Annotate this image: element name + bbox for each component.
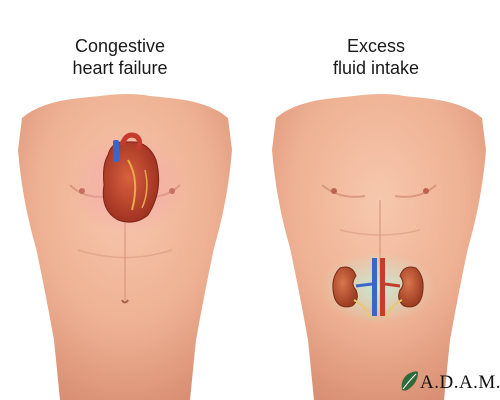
navel [121,299,129,304]
torso-right [272,94,486,400]
logo-text: A.D.A.M. [420,372,500,393]
caption-line: fluid intake [332,58,420,78]
caption-line: Congestive [74,36,166,56]
heart-icon [102,132,160,223]
adam-logo: A.D.A.M. [398,370,500,396]
nipple-left [331,188,337,194]
kidneys-icon [332,258,424,319]
caption-line: heart failure [72,58,168,78]
torso-left [18,94,232,400]
caption-excess-fluid-intake: Excess fluid intake [276,35,476,79]
caption-congestive-heart-failure: Congestive heart failure [20,35,220,79]
leaf-icon [401,371,418,391]
nipple-right [423,188,429,194]
caption-line: Excess [346,36,406,56]
